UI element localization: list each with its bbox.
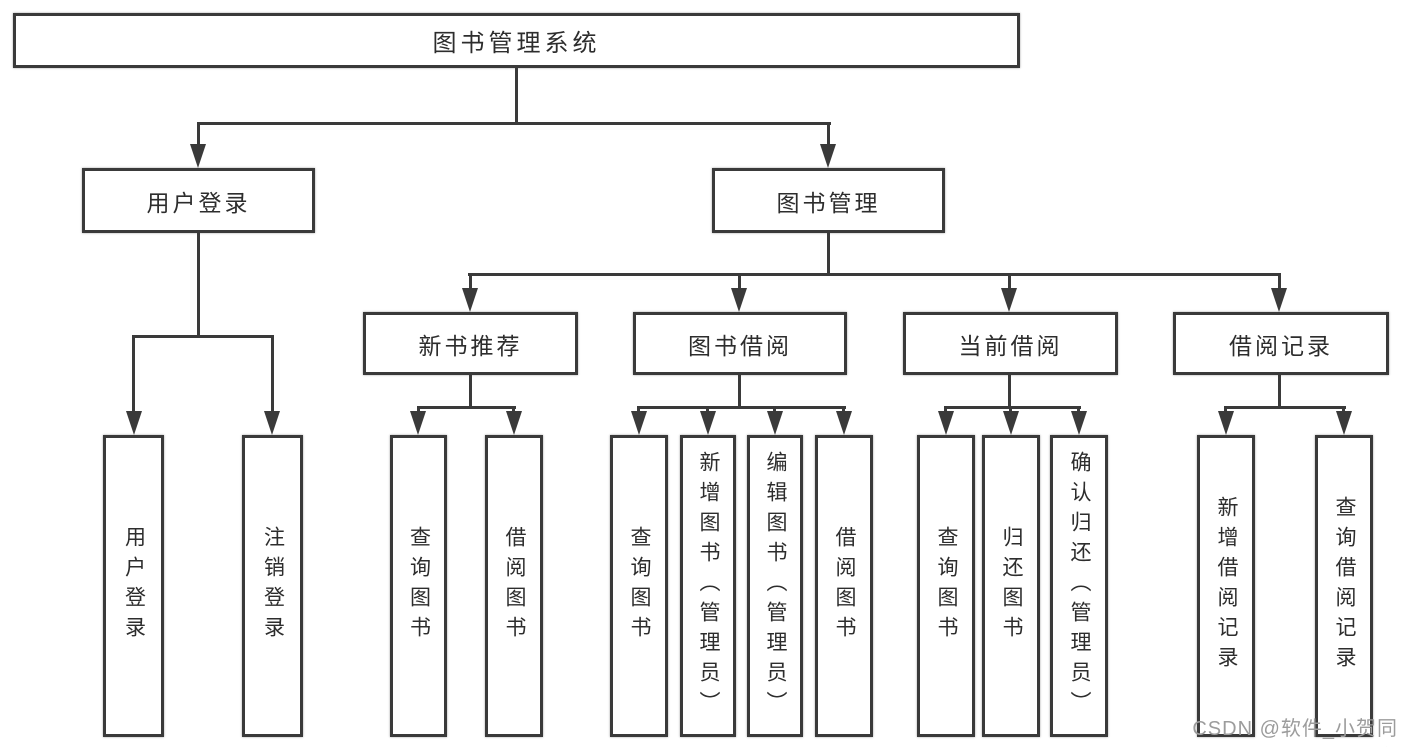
connector-line [468, 273, 1281, 276]
node-label: 归还图书 [1000, 526, 1023, 646]
connector-line [827, 122, 830, 146]
arrow-down-icon [1336, 411, 1352, 435]
leaf-query-book-current: 查询图书 [917, 435, 975, 737]
node-label: 借阅图书 [503, 526, 526, 646]
node-book-borrow: 图书借阅 [633, 312, 847, 375]
connector-line [417, 406, 516, 409]
arrow-down-icon [410, 411, 426, 435]
arrow-down-icon [631, 411, 647, 435]
arrow-down-icon [836, 411, 852, 435]
arrow-down-icon [1071, 411, 1087, 435]
node-new-book-recommend: 新书推荐 [363, 312, 578, 375]
connector-line [132, 335, 274, 338]
node-borrow-records: 借阅记录 [1173, 312, 1389, 375]
connector-line [197, 122, 200, 146]
connector-line [1342, 406, 1345, 414]
node-label: 查询图书 [407, 526, 431, 646]
leaf-borrow-book-recommend: 借阅图书 [485, 435, 543, 737]
arrow-down-icon [767, 411, 783, 435]
connector-line [1278, 375, 1281, 408]
connector-line [1224, 406, 1227, 414]
node-label: 用户登录 [146, 189, 251, 216]
connector-line [773, 406, 776, 414]
node-current-borrow: 当前借阅 [903, 312, 1118, 375]
connector-line [706, 406, 709, 414]
node-label: 图书管理系统 [432, 30, 601, 57]
node-book-management: 图书管理 [712, 168, 945, 233]
connector-line [1278, 273, 1281, 290]
connector-line [469, 273, 472, 290]
arrow-down-icon [506, 411, 522, 435]
leaf-confirm-return-admin: 确认归还（管理员） [1050, 435, 1108, 737]
connector-line [417, 406, 420, 414]
node-label: 查询图书 [628, 526, 651, 646]
arrow-down-icon [126, 411, 142, 435]
connector-line [197, 233, 200, 335]
node-label: 图书借阅 [688, 332, 792, 359]
node-label: 新书推荐 [418, 332, 523, 359]
arrow-down-icon [1001, 288, 1017, 312]
connector-line [738, 273, 741, 290]
arrow-down-icon [190, 144, 206, 168]
connector-line [1077, 406, 1080, 414]
leaf-query-borrow-record: 查询借阅记录 [1315, 435, 1373, 737]
node-label: 新增图书（管理员） [697, 451, 720, 721]
connector-line [1008, 375, 1011, 408]
arrow-down-icon [1003, 411, 1019, 435]
arrow-down-icon [462, 288, 478, 312]
leaf-edit-book-admin: 编辑图书（管理员） [747, 435, 803, 737]
node-root-library-system: 图书管理系统 [13, 13, 1020, 68]
leaf-query-book-borrow: 查询图书 [610, 435, 668, 737]
leaf-logout: 注销登录 [242, 435, 303, 737]
leaf-add-borrow-record: 新增借阅记录 [1197, 435, 1255, 737]
connector-line [197, 122, 831, 125]
connector-line [637, 406, 640, 414]
node-label: 借阅记录 [1229, 332, 1333, 359]
connector-line [1008, 273, 1011, 290]
connector-line [469, 375, 472, 408]
node-label: 确认归还（管理员） [1068, 451, 1091, 721]
connector-line [944, 406, 1081, 409]
arrow-down-icon [820, 144, 836, 168]
node-user-login: 用户登录 [82, 168, 315, 233]
node-label: 借阅图书 [833, 526, 856, 646]
connector-line [1009, 406, 1012, 414]
connector-line [515, 68, 518, 122]
leaf-user-login: 用户登录 [103, 435, 164, 737]
node-label: 当前借阅 [958, 332, 1063, 359]
node-label: 新增借阅记录 [1215, 496, 1238, 676]
leaf-borrow-book: 借阅图书 [815, 435, 873, 737]
arrow-down-icon [938, 411, 954, 435]
node-label: 注销登录 [261, 526, 285, 646]
leaf-add-book-admin: 新增图书（管理员） [680, 435, 736, 737]
node-label: 图书管理 [776, 189, 881, 216]
leaf-query-book-recommend: 查询图书 [390, 435, 447, 737]
node-label: 编辑图书（管理员） [764, 451, 787, 721]
connector-line [842, 406, 845, 414]
connector-line [132, 335, 135, 413]
arrow-down-icon [1271, 288, 1287, 312]
arrow-down-icon [1218, 411, 1234, 435]
csdn-watermark: CSDN @软件_小贺同学 [1192, 718, 1398, 740]
connector-line [944, 406, 947, 414]
arrow-down-icon [264, 411, 280, 435]
connector-line [827, 233, 830, 273]
arrow-down-icon [731, 288, 747, 312]
node-label: 用户登录 [122, 526, 146, 646]
node-label: 查询借阅记录 [1333, 496, 1356, 676]
connector-line [637, 406, 846, 409]
connector-line [271, 335, 274, 413]
node-label: 查询图书 [935, 526, 958, 646]
connector-line [1224, 406, 1346, 409]
leaf-return-book: 归还图书 [982, 435, 1040, 737]
connector-line [512, 406, 515, 414]
arrow-down-icon [700, 411, 716, 435]
connector-line [738, 375, 741, 408]
